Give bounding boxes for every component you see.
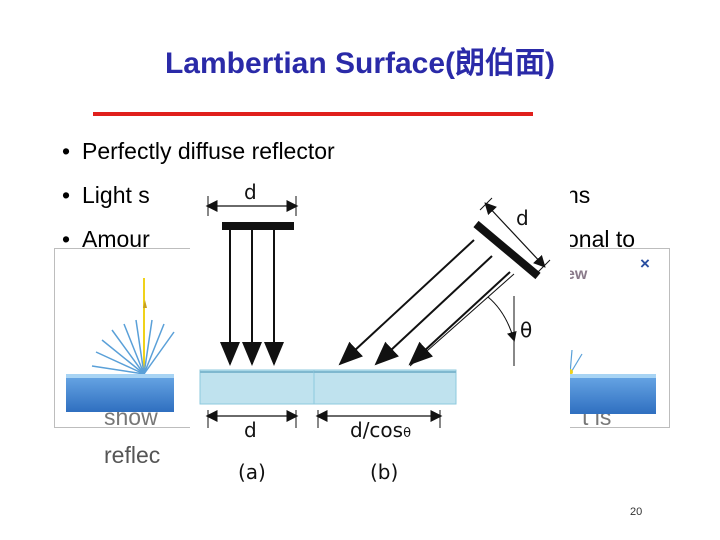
figure-a-label: (a) xyxy=(238,460,266,484)
bullet-1-text: Perfectly diffuse reflector xyxy=(82,138,335,164)
popup-line2-start: reflec xyxy=(104,442,161,468)
popup-header-fragment: ew xyxy=(566,266,588,283)
bullet-2-tail: ns xyxy=(566,182,591,208)
diffuse-reflection-illustration xyxy=(66,278,175,412)
bottom-d-label: d xyxy=(244,418,257,442)
bullet-dot-icon: • xyxy=(62,226,71,252)
title-divider xyxy=(93,112,533,116)
d-cos-label: d/cosθ xyxy=(350,418,411,442)
close-icon[interactable]: × xyxy=(640,254,650,273)
tilted-d-label: d xyxy=(516,206,529,230)
figure-b-label: (b) xyxy=(370,460,399,484)
bullet-2: • Light s xyxy=(62,182,150,209)
page-number: 20 xyxy=(630,506,643,518)
bullet-dot-icon: • xyxy=(62,138,71,164)
theta-label: θ xyxy=(520,318,533,342)
d-cos-text: d/cos xyxy=(350,418,404,442)
bullet-dot-icon: • xyxy=(62,182,71,208)
bullet-3: • Amour xyxy=(62,226,150,253)
slide-title: Lambertian Surface(朗伯面) xyxy=(164,47,556,80)
lambert-projection-figure xyxy=(190,180,570,490)
top-d-label: d xyxy=(244,180,257,204)
bullet-3-text: Amour xyxy=(82,226,150,252)
bullet-2-text: Light s xyxy=(82,182,150,208)
bullet-3-tail: onal to xyxy=(566,226,636,252)
d-cos-theta: θ xyxy=(403,426,412,441)
bullet-1: • Perfectly diffuse reflector xyxy=(62,138,335,165)
